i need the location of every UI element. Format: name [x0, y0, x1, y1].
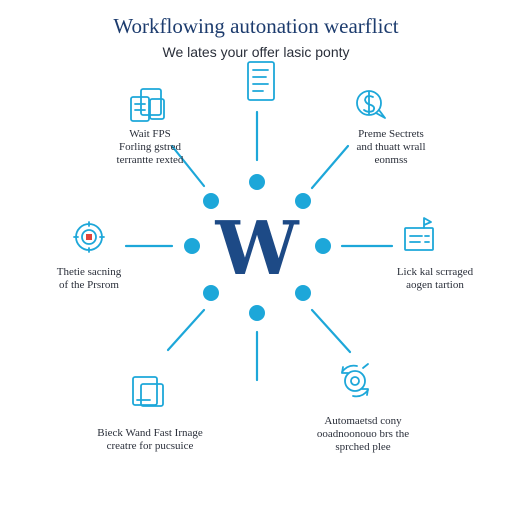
label-line: Thetie sacning: [56, 266, 122, 278]
dot-bottom-right: [295, 285, 311, 301]
label-line: terrantte rexted: [116, 154, 184, 166]
dot-left: [184, 238, 200, 254]
label-left: Thetie sacning of the Prsrom: [24, 266, 154, 292]
label-bottom-left: Bieck Wand Fast Irnage creatre for pucsu…: [65, 427, 235, 453]
label-top-right: Preme Sectrets and thuatt wrall eonmss: [326, 128, 456, 167]
dot-bottom: [249, 305, 265, 321]
devices-icon: [130, 88, 165, 122]
spoke-bottom-left: [166, 308, 206, 352]
money-chat-icon: [356, 90, 386, 119]
label-line: of the Prsrom: [59, 279, 119, 291]
dot-top-right: [295, 193, 311, 209]
label-line: Lick kal scrraged: [396, 266, 474, 278]
dot-top: [249, 174, 265, 190]
label-right: Lick kal scrraged aogen tartion: [370, 266, 500, 292]
diagram-title: Workflowing autonation wearflict: [113, 14, 399, 38]
label-bottom-right: Automaetsd cony ooadnoonouo brs the sprc…: [288, 415, 438, 454]
label-line: Forling gstred: [118, 141, 182, 153]
label-line: Bieck Wand Fast Irnage: [97, 427, 203, 439]
document-icon: [247, 61, 275, 101]
label-line: Preme Sectrets: [358, 128, 424, 140]
label-line: ooadnoonouo brs the: [316, 428, 410, 440]
label-line: creatre for pucsuice: [106, 440, 194, 452]
screens-icon: [132, 376, 164, 407]
spoke-top-right: [310, 144, 350, 190]
dot-right: [315, 238, 331, 254]
label-line: aogen tartion: [406, 279, 464, 291]
label-line: sprched plee: [335, 441, 391, 453]
gear-cycle-icon: [341, 363, 369, 398]
dot-top-left: [203, 193, 219, 209]
label-line: and thuatt wrall: [356, 141, 426, 153]
dot-bottom-left: [203, 285, 219, 301]
spoke-top-left: [170, 144, 206, 188]
label-top-left: Wait FPS Forling gstred terrantte rexted: [70, 128, 230, 167]
form-flag-icon: [404, 217, 434, 251]
label-line: Wait FPS: [129, 128, 171, 140]
hub-letter: W: [214, 206, 299, 292]
label-line: eonmss: [374, 154, 408, 166]
label-line: Automaetsd cony: [324, 415, 402, 427]
target-icon: [73, 221, 105, 253]
spoke-bottom-right: [310, 308, 352, 354]
diagram-subtitle: We lates your offer lasic ponty: [162, 44, 350, 60]
